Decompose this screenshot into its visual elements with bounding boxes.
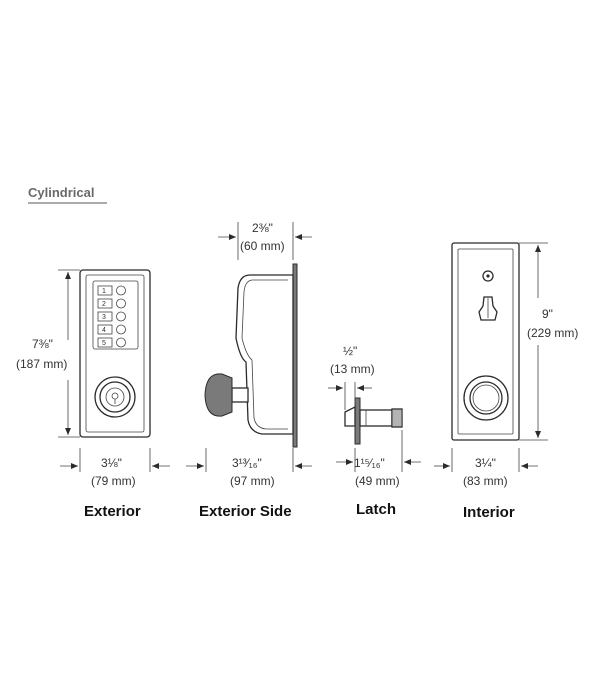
interior-knob-icon bbox=[463, 375, 509, 421]
thumb-turn-icon bbox=[478, 296, 498, 321]
interior-view: 9" (229 mm) 3¼" (83 mm) Interior bbox=[434, 242, 578, 521]
keypad-button-5: 5 bbox=[97, 337, 126, 348]
exterior-width-in: 3⅛" bbox=[101, 456, 122, 470]
side-top-mm: (60 mm) bbox=[240, 239, 285, 253]
keypad-panel bbox=[92, 280, 139, 350]
interior-height-in: 9" bbox=[542, 307, 553, 321]
caption-latch: Latch bbox=[356, 501, 396, 518]
latch-faceplate bbox=[354, 397, 361, 445]
latch-end-coil bbox=[391, 408, 403, 428]
keypad-button-label: 4 bbox=[102, 327, 106, 334]
keypad-button-4: 4 bbox=[97, 324, 126, 335]
keypad-button-1: 1 bbox=[97, 285, 126, 296]
latch-bolt bbox=[344, 405, 356, 427]
exterior-width-mm: (79 mm) bbox=[91, 474, 136, 488]
keypad-button-label: 5 bbox=[102, 340, 106, 347]
latch-body bbox=[359, 409, 393, 427]
side-top-in: 2⅜" bbox=[252, 221, 273, 235]
keypad-button-2: 2 bbox=[97, 298, 126, 309]
exterior-knob-icon bbox=[94, 376, 136, 418]
latch-length-in: 1¹⁵⁄₁₆" bbox=[354, 456, 385, 470]
side-knob bbox=[204, 373, 233, 417]
interior-height-mm: (229 mm) bbox=[527, 326, 578, 340]
keypad-button-label: 2 bbox=[102, 301, 106, 308]
section-heading: Cylindrical bbox=[28, 185, 94, 200]
exterior-height-mm: (187 mm) bbox=[16, 357, 67, 371]
interior-escutcheon bbox=[451, 242, 520, 441]
key-cylinder-icon bbox=[482, 270, 494, 282]
interior-width-in: 3¼" bbox=[475, 456, 496, 470]
caption-exterior-side: Exterior Side bbox=[199, 503, 292, 520]
side-spindle bbox=[231, 387, 249, 403]
caption-exterior: Exterior bbox=[84, 503, 141, 520]
caption-interior: Interior bbox=[463, 504, 515, 521]
exterior-view: 1 2 3 4 5 bbox=[16, 269, 170, 520]
side-depth-in: 3¹³⁄₁₆" bbox=[232, 456, 262, 470]
keypad-button-3: 3 bbox=[97, 311, 126, 322]
latch-top-mm: (13 mm) bbox=[330, 362, 375, 376]
keypad-button-label: 3 bbox=[102, 314, 106, 321]
exterior-side-view: 2⅜" (60 mm) 3¹³⁄₁₆" (97 mm) Exterior Sid… bbox=[186, 221, 312, 520]
keypad-button-label: 1 bbox=[102, 288, 106, 295]
exterior-height-in: 7⅜" bbox=[32, 337, 53, 351]
interior-escutcheon-inner bbox=[457, 248, 514, 435]
exterior-escutcheon bbox=[79, 269, 151, 438]
latch-top-in: ½" bbox=[343, 344, 357, 358]
interior-width-mm: (83 mm) bbox=[463, 474, 508, 488]
keypad-buttons: 1 2 3 4 5 bbox=[97, 285, 126, 348]
latch-view: ½" (13 mm) 1¹⁵⁄₁₆" (49 mm) Latch bbox=[328, 344, 421, 518]
side-depth-mm: (97 mm) bbox=[230, 474, 275, 488]
side-housing bbox=[235, 274, 294, 435]
latch-length-mm: (49 mm) bbox=[355, 474, 400, 488]
exterior-escutcheon-inner bbox=[85, 274, 145, 433]
